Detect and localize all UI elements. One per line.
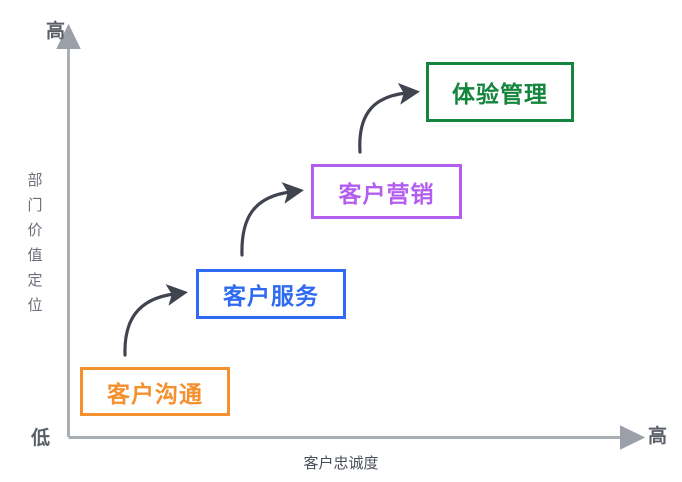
y-axis-title-char: 值: [27, 247, 43, 264]
y-axis-title-char: 部: [27, 172, 43, 189]
x-axis-high-label: 高: [648, 426, 668, 447]
arrow-service-to-marketing: [240, 182, 304, 257]
arrow-marketing-to-experience: [358, 82, 420, 154]
y-axis-low-label: 低: [31, 428, 51, 449]
arrow-communication-to-service: [123, 284, 188, 357]
stage-box-experience-management[interactable]: 体验管理: [426, 62, 574, 122]
stage-box-customer-marketing[interactable]: 客户营销: [311, 164, 462, 219]
y-axis-title-char: 门: [27, 197, 43, 214]
y-axis-title: 部 门 价 值 定 位: [24, 168, 46, 318]
y-axis-high-label: 高: [46, 21, 66, 42]
stage-box-customer-service[interactable]: 客户服务: [196, 269, 346, 319]
y-axis-title-char: 定: [27, 272, 43, 289]
x-axis-title: 客户忠诚度: [303, 455, 379, 472]
y-axis-title-char: 价: [27, 222, 43, 239]
y-axis-title-char: 位: [27, 297, 43, 314]
stage-box-customer-communication[interactable]: 客户沟通: [80, 367, 230, 416]
